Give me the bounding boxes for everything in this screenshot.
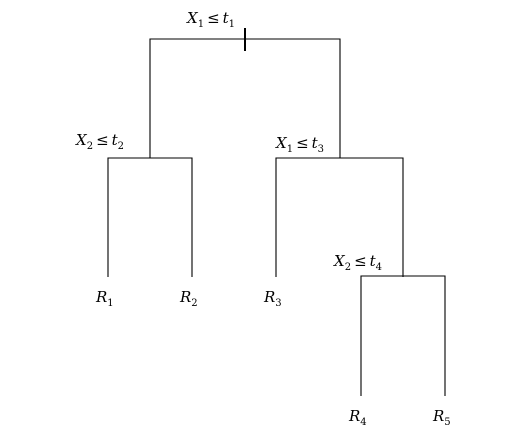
- left-branch-lines: [107, 157, 193, 277]
- split-label-right: X1≤t3: [275, 134, 324, 155]
- split-label-lower-right: X2≤t4: [333, 252, 382, 273]
- lower-right-branch-lines: [360, 275, 446, 396]
- leaf-label-r5: R5: [432, 407, 451, 428]
- split-label-left: X2≤t2: [75, 131, 124, 152]
- leaf-label-r3: R3: [263, 288, 282, 309]
- leaf-label-r1: R1: [95, 288, 114, 309]
- leaf-label-r4: R4: [348, 407, 367, 428]
- root-branch: [149, 28, 341, 158]
- leaf-label-r2: R2: [179, 288, 198, 309]
- right-branch-lines: [275, 157, 404, 277]
- split-label-root: X1≤t1: [186, 9, 235, 30]
